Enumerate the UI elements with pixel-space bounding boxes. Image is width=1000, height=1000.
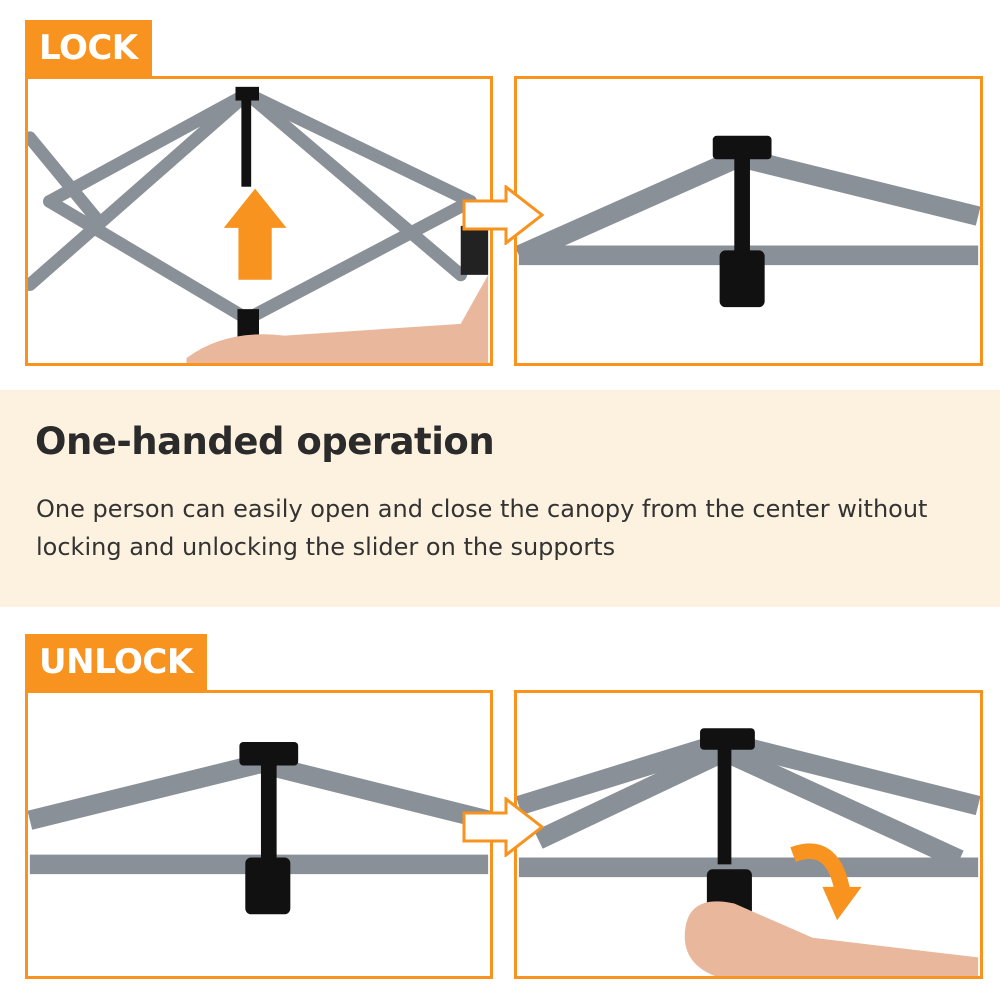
right-arrow-icon xyxy=(462,797,544,857)
unlock-panel-before xyxy=(25,690,493,979)
description-band: One-handed operation One person can easi… xyxy=(0,390,1000,607)
frame-locked-image xyxy=(28,741,490,915)
frame-locked-image xyxy=(517,135,980,308)
lock-panel-before xyxy=(25,76,493,366)
description: One person can easily open and close the… xyxy=(36,495,928,561)
lock-panel-after xyxy=(514,76,983,366)
unlock-panel-after xyxy=(514,690,983,979)
up-arrow-icon xyxy=(223,188,287,280)
lock-label: LOCK xyxy=(25,20,152,76)
frame-unlocking-image xyxy=(517,728,980,976)
unlock-label: UNLOCK xyxy=(25,634,207,690)
frame-collapsed-image xyxy=(28,86,489,363)
right-arrow-icon xyxy=(462,185,544,245)
rotate-arrow-icon xyxy=(790,843,862,921)
heading: One-handed operation xyxy=(35,420,495,463)
